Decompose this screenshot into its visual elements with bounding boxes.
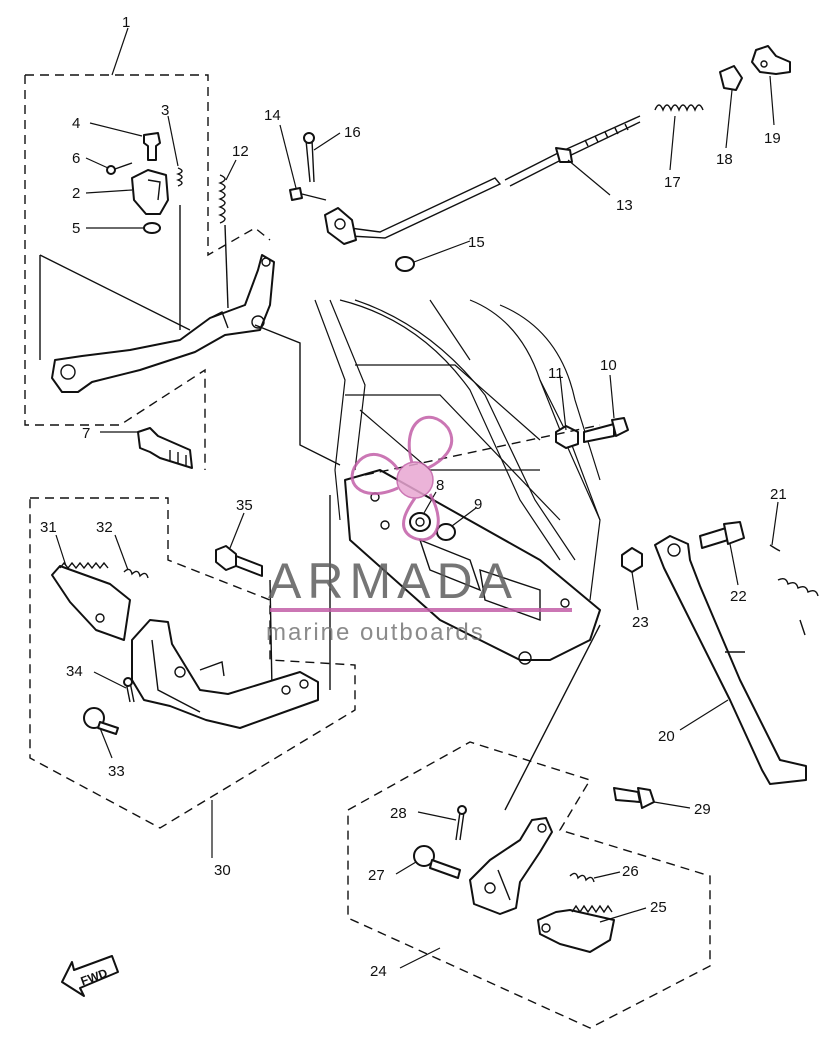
callout-18: 18 — [716, 151, 733, 168]
part-34-pin — [123, 677, 135, 703]
callout-11: 11 — [548, 365, 564, 382]
callout-28: 28 — [390, 805, 407, 822]
frame-structure — [314, 299, 601, 665]
callout-5: 5 — [72, 220, 80, 237]
callout-24: 24 — [370, 963, 387, 980]
part-7-pivot-bolt — [137, 427, 193, 469]
part-2-pedal-tip — [131, 169, 169, 215]
callout-19: 19 — [764, 130, 781, 147]
part-12-spring — [218, 174, 229, 309]
part-16-split-pin — [303, 132, 315, 183]
part-10-bolt — [583, 417, 629, 443]
watermark-name: ARMADA — [268, 553, 518, 609]
part-19-rod-joint — [751, 45, 791, 75]
part-29-bolt — [613, 787, 655, 809]
part-18-collar — [719, 65, 743, 91]
callout-7: 7 — [82, 425, 90, 442]
part-13-shift-rod — [349, 115, 641, 239]
callout-34: 34 — [66, 663, 83, 680]
callout-4: 4 — [72, 115, 80, 132]
watermark-tagline: marine outboards — [266, 619, 485, 646]
part-15-washer — [395, 256, 415, 272]
part-21-spring — [769, 544, 819, 636]
callout-27: 27 — [368, 867, 385, 884]
callout-23: 23 — [632, 614, 649, 631]
callout-12: 12 — [232, 143, 249, 160]
part-27-clevis-pin — [413, 845, 461, 879]
part-3-spring — [176, 167, 183, 187]
callout-29: 29 — [694, 801, 711, 818]
callout-22: 22 — [730, 588, 747, 605]
leader-lines — [55, 75, 779, 969]
part-25-footrest — [537, 904, 615, 953]
callout-2: 2 — [72, 185, 80, 202]
shift-pedal-lever — [39, 205, 341, 466]
callout-17: 17 — [664, 174, 681, 191]
callout-30: 30 — [214, 862, 231, 879]
callout-6: 6 — [72, 150, 80, 167]
callout-13: 13 — [616, 197, 633, 214]
part-4-bolt — [143, 132, 161, 161]
callout-15: 15 — [468, 234, 485, 251]
part-6-pin — [106, 162, 133, 175]
part-31-footrest — [51, 561, 131, 641]
callout-25: 25 — [650, 899, 667, 916]
rod-end-joint — [324, 207, 357, 245]
part-8-washer — [409, 512, 431, 532]
part-22-bolt — [699, 521, 745, 549]
callout-9: 9 — [474, 496, 482, 513]
part-23-nut — [621, 547, 643, 573]
callout-20: 20 — [658, 728, 675, 745]
part-26-spring — [569, 872, 595, 883]
part-28-pin — [455, 805, 467, 841]
callout-31: 31 — [40, 519, 57, 536]
part-9-nut — [436, 523, 456, 541]
callout-8: 8 — [436, 477, 444, 494]
callout-32: 32 — [96, 519, 113, 536]
callout-26: 26 — [622, 863, 639, 880]
callout-16: 16 — [344, 124, 361, 141]
watermark: ARMADA marine outboards — [266, 415, 572, 646]
callout-numbers: 1 2 3 4 5 6 7 8 9 10 11 12 13 14 15 16 1… — [40, 14, 787, 980]
callout-1: 1 — [122, 14, 130, 31]
fwd-arrow-icon: FWD — [61, 955, 119, 997]
rear-footrest-bracket — [469, 817, 553, 915]
part-32-spring — [123, 568, 149, 579]
part-17-spring — [654, 104, 704, 112]
armada-logo-icon — [350, 415, 454, 542]
callout-3: 3 — [161, 102, 169, 119]
part-11-nut — [555, 425, 579, 449]
watermark-divider — [270, 608, 572, 612]
part-5-washer — [143, 222, 161, 234]
callout-21: 21 — [770, 486, 787, 503]
front-footrest-bracket — [131, 619, 319, 729]
callout-33: 33 — [108, 763, 125, 780]
part-14-bolt — [289, 187, 327, 201]
part-35-bolt — [215, 545, 263, 577]
part-33-clevis-pin — [83, 707, 119, 735]
callout-14: 14 — [264, 107, 281, 124]
part-20-sidestand — [654, 535, 807, 785]
callout-10: 10 — [600, 357, 617, 374]
callout-35: 35 — [236, 497, 253, 514]
